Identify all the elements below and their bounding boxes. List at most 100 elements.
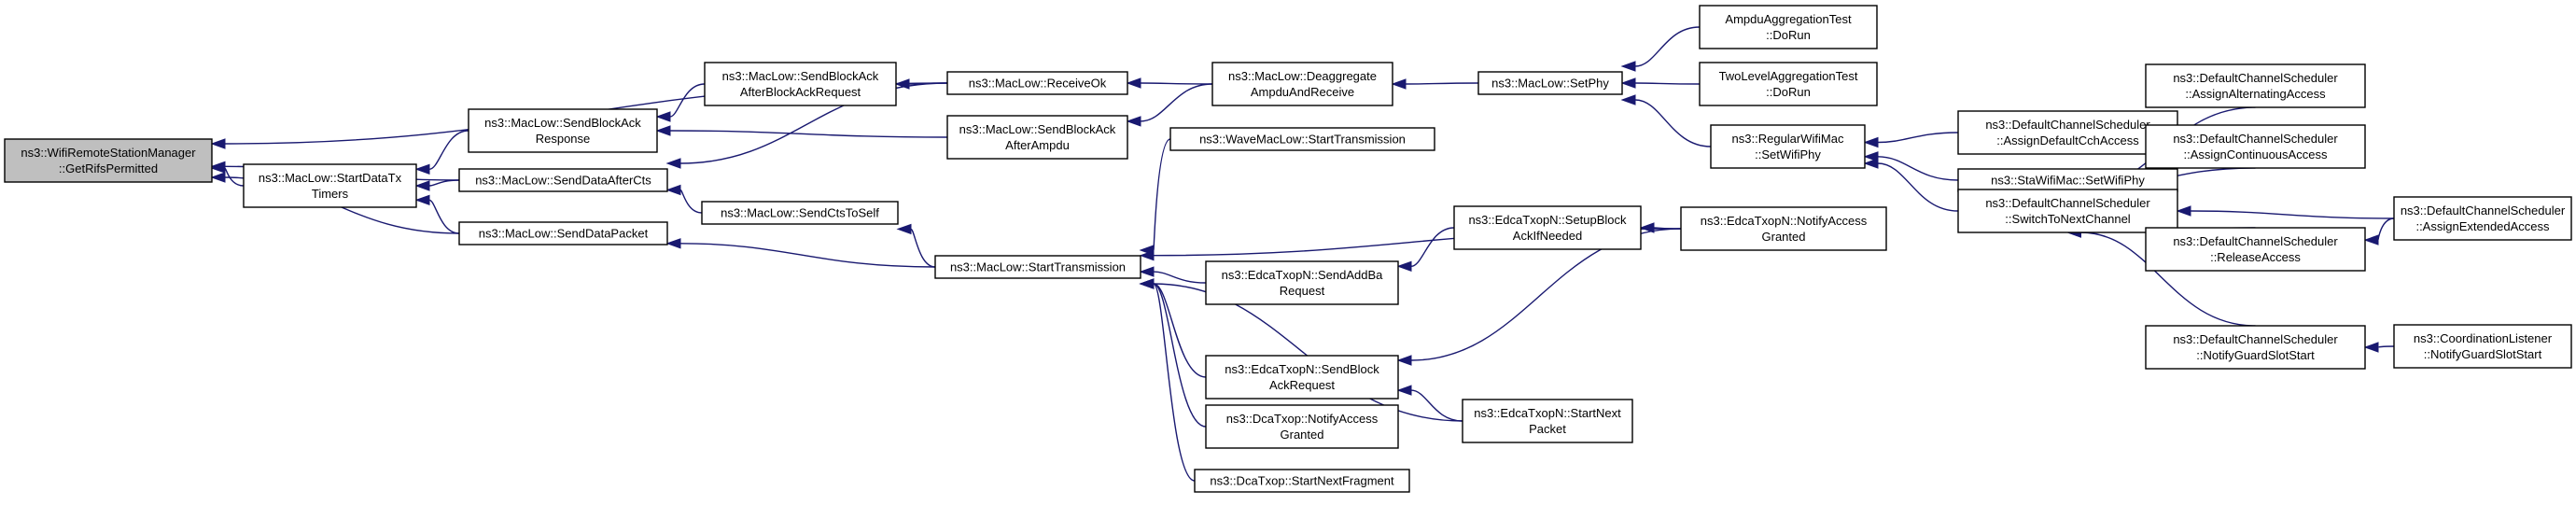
- node-label-line: AmpduAggregationTest: [1725, 12, 1852, 26]
- node-label-line: ns3::MacLow::StartTransmission: [950, 260, 1126, 274]
- node-receiveok[interactable]: ns3::MacLow::ReceiveOk: [946, 71, 1128, 95]
- node-box: [2145, 63, 2366, 108]
- edge-stasetwifiphy-to-regularsetwifiphy: [1863, 151, 1959, 181]
- node-starttransmission[interactable]: ns3::MacLow::StartTransmission: [934, 255, 1141, 279]
- node-box: [946, 71, 1128, 95]
- node-label-line: ns3::DefaultChannelScheduler: [2173, 132, 2338, 146]
- edge-line: [428, 130, 469, 170]
- node-switchtonextchannel[interactable]: ns3::DefaultChannelScheduler::SwitchToNe…: [1957, 189, 2178, 233]
- edge-line: [1153, 283, 1207, 378]
- node-box: [458, 168, 668, 192]
- edge-arrowhead: [1863, 158, 1879, 169]
- edge-arrowhead: [665, 184, 681, 196]
- node-box: [1453, 205, 1642, 250]
- edge-assignextended-to-switchtonextchannel: [2176, 205, 2395, 219]
- node-setphy[interactable]: ns3::MacLow::SetPhy: [1477, 71, 1623, 95]
- node-label-line: ns3::MacLow::SetPhy: [1491, 77, 1609, 91]
- node-twoleveltest[interactable]: TwoLevelAggregationTest::DoRun: [1699, 62, 1878, 106]
- edge-arrowhead: [210, 161, 226, 173]
- edge-dcastartnextfragment-to-starttransmission: [1139, 278, 1196, 482]
- node-assignextended[interactable]: ns3::DefaultChannelScheduler::AssignExte…: [2393, 196, 2572, 241]
- node-sendblockackafterbar[interactable]: ns3::MacLow::SendBlockAckAfterBlockAckRe…: [704, 62, 897, 106]
- edge-starttransmission-to-senddatapacket: [665, 238, 936, 268]
- edge-arrowhead: [1863, 151, 1879, 162]
- node-stasetwifiphy[interactable]: ns3::StaWifiMac::SetWifiPhy: [1957, 168, 2178, 192]
- node-dcastartnextfragment[interactable]: ns3::DcaTxop::StartNextFragment: [1194, 469, 1410, 493]
- node-notifyguardslotstart[interactable]: ns3::DefaultChannelScheduler::NotifyGuar…: [2145, 325, 2366, 370]
- node-box: [2145, 325, 2366, 370]
- edge-arrowhead: [1139, 266, 1155, 277]
- edge-sendblockackafterampdu-to-sendblockackresponse: [655, 125, 948, 138]
- edge-sendblockackresponse-to-startdatatxtimers: [414, 130, 469, 175]
- node-releaseaccess[interactable]: ns3::DefaultChannelScheduler::ReleaseAcc…: [2145, 227, 2366, 272]
- edge-line: [1877, 156, 1959, 181]
- edge-arrowhead: [1396, 260, 1412, 273]
- node-label-line: ns3::DefaultChannelScheduler: [2401, 203, 2566, 217]
- edge-arrowhead: [2363, 342, 2379, 353]
- edge-arrowhead: [665, 158, 681, 169]
- node-coordnotifyguard[interactable]: ns3::CoordinationListener::NotifyGuardSl…: [2393, 324, 2572, 369]
- edge-arrowhead: [2176, 205, 2191, 217]
- node-label-line: ns3::DefaultChannelScheduler: [2173, 234, 2338, 248]
- edge-sendaddba-to-starttransmission: [1139, 266, 1207, 284]
- node-root[interactable]: ns3::WifiRemoteStationManager::GetRifsPe…: [4, 138, 213, 183]
- edge-switchtonextchannel-to-regularsetwifiphy: [1863, 158, 1959, 212]
- edge-arrowhead: [665, 238, 681, 249]
- edge-arrowhead: [1396, 355, 1412, 366]
- node-senddatapacket[interactable]: ns3::MacLow::SendDataPacket: [458, 221, 668, 245]
- node-label-line: ns3::RegularWifiMac: [1732, 132, 1844, 146]
- node-ampdutest[interactable]: AmpduAggregationTest::DoRun: [1699, 5, 1878, 49]
- node-box: [704, 62, 897, 106]
- node-label-line: ::ReleaseAccess: [2210, 250, 2301, 264]
- node-label-line: Response: [536, 132, 591, 146]
- edge-line: [1153, 138, 1171, 251]
- node-box: [243, 163, 417, 208]
- node-box: [2145, 227, 2366, 272]
- node-label-line: ns3::MacLow::ReceiveOk: [969, 77, 1107, 91]
- edge-line: [1634, 99, 1712, 147]
- edge-arrowhead: [1863, 136, 1879, 148]
- node-box: [2393, 196, 2572, 241]
- node-label-line: AfterAmpdu: [1005, 138, 1070, 152]
- edge-wavestarttx-to-starttransmission: [1139, 138, 1171, 256]
- node-regularsetwifiphy[interactable]: ns3::RegularWifiMac::SetWifiPhy: [1710, 124, 1866, 169]
- edge-arrowhead: [896, 223, 912, 235]
- edge-regularsetwifiphy-to-setphy: [1620, 94, 1712, 147]
- node-label-line: ns3::MacLow::Deaggregate: [1228, 69, 1377, 83]
- node-label-line: ns3::DcaTxop::StartNextFragment: [1210, 474, 1394, 488]
- node-wavestarttx[interactable]: ns3::WaveMacLow::StartTransmission: [1169, 127, 1435, 151]
- node-box: [1462, 399, 1633, 443]
- node-label-line: ns3::EdcaTxopN::StartNext: [1474, 406, 1621, 420]
- edge-line: [1153, 283, 1207, 428]
- node-label-line: ns3::EdcaTxopN::SendAddBa: [1222, 268, 1383, 282]
- edge-arrowhead: [210, 172, 226, 183]
- edge-deaggregate-to-sendblockackafterampdu: [1126, 83, 1213, 127]
- node-box: [701, 201, 899, 225]
- node-label-line: ::AssignContinuousAccess: [2184, 147, 2328, 161]
- node-assigndefaultcch[interactable]: ns3::DefaultChannelScheduler::AssignDefa…: [1957, 110, 2178, 155]
- edge-arrowhead: [1391, 78, 1407, 90]
- node-box: [1699, 5, 1878, 49]
- node-senddataaftercts[interactable]: ns3::MacLow::SendDataAfterCts: [458, 168, 668, 192]
- node-assigncontinuous[interactable]: ns3::DefaultChannelScheduler::AssignCont…: [2145, 124, 2366, 169]
- node-box: [1205, 260, 1399, 305]
- node-label-line: ns3::WifiRemoteStationManager: [21, 146, 196, 160]
- node-box: [1205, 404, 1399, 449]
- node-box: [458, 221, 668, 245]
- edge-line: [1153, 271, 1207, 284]
- node-assignalternating[interactable]: ns3::DefaultChannelScheduler::AssignAlte…: [2145, 63, 2366, 108]
- edge-line: [1405, 82, 1479, 85]
- edge-line: [1877, 162, 1959, 212]
- node-sendctstoself[interactable]: ns3::MacLow::SendCtsToSelf: [701, 201, 899, 225]
